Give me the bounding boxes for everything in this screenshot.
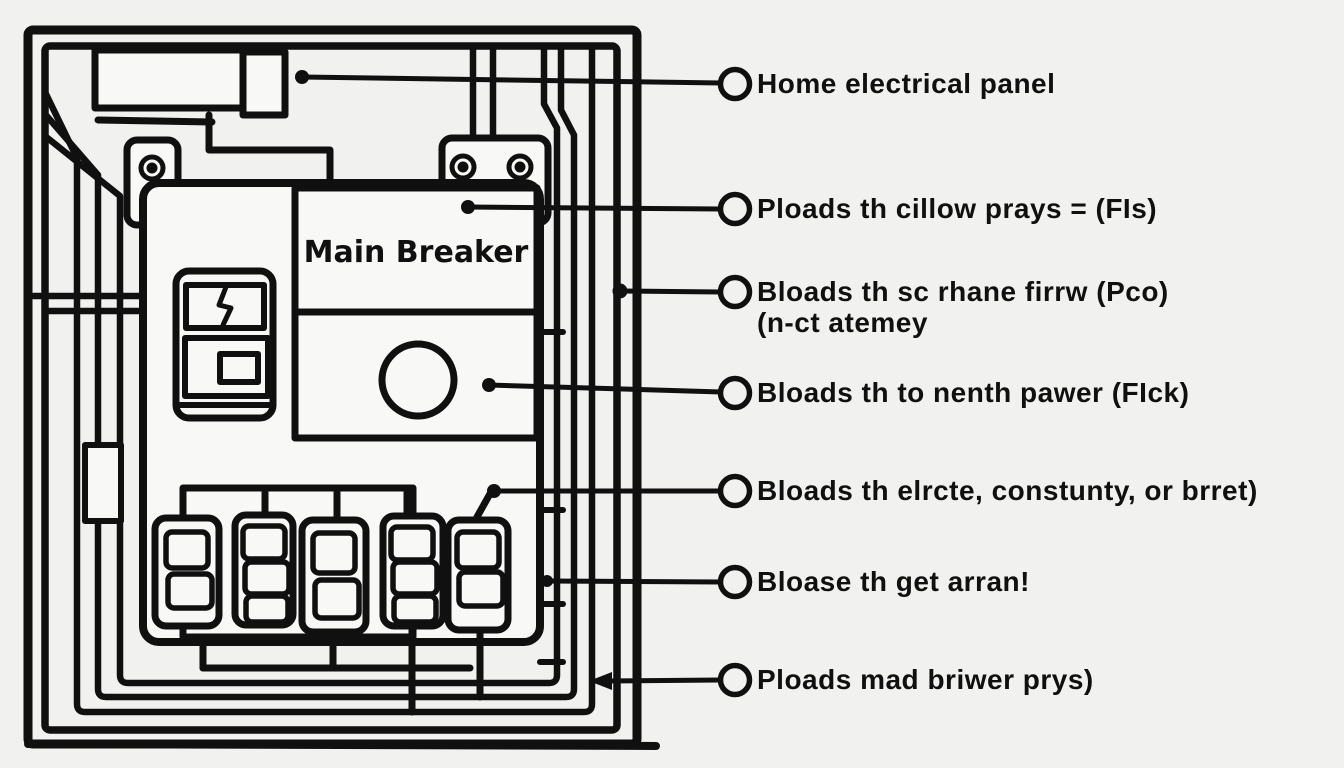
left-feeder-wires	[24, 292, 147, 524]
wire-loops	[41, 46, 596, 716]
main-breaker-text: Main Breaker	[304, 235, 529, 270]
callout-text: Bloads th elrcte, constunty, or brret)	[757, 475, 1258, 506]
callout-5: Bloads th elrcte, constunty, or brret)	[757, 475, 1258, 506]
callout-2: Ploads th cillow prays = (FIs)	[757, 193, 1157, 224]
leader-lines	[295, 70, 724, 690]
breaker-toggles	[163, 523, 506, 625]
top-conduit	[91, 46, 334, 189]
callout-6: Bloase th get arran!	[757, 566, 1030, 597]
label-bullets	[717, 66, 753, 698]
callout-text: Ploads th cillow prays = (FIs)	[757, 193, 1158, 224]
callout-home-electrical-panel: Home electrical panel	[757, 68, 1055, 99]
meter-component	[172, 267, 277, 422]
callout-3: Bloads th sc rhane firrw (Pco) (n-ct ate…	[757, 276, 1169, 338]
mounting-screws	[138, 153, 534, 182]
service-wires	[469, 44, 497, 154]
callout-4: Bloads th to nenth pawer (FIck)	[757, 377, 1189, 408]
callout-text: Home electrical panel	[757, 68, 1056, 99]
main-breaker-button	[378, 340, 458, 420]
main-breaker-block	[291, 184, 541, 442]
callout-text-line2: (n-ct atemey	[757, 307, 928, 338]
callout-text: Ploads mad briwer prys)	[757, 664, 1094, 695]
right-ladder-rungs	[537, 329, 566, 665]
callout-text-line1: Bloads th sc rhane firrw (Pco)	[757, 276, 1169, 307]
callout-text: Bloase th get arran!	[757, 566, 1030, 597]
leader-arrowhead	[589, 672, 612, 690]
callout-7: Ploads mad briwer prys)	[757, 664, 1094, 695]
callout-text: Bloads th to nenth pawer (FIck)	[757, 377, 1190, 408]
